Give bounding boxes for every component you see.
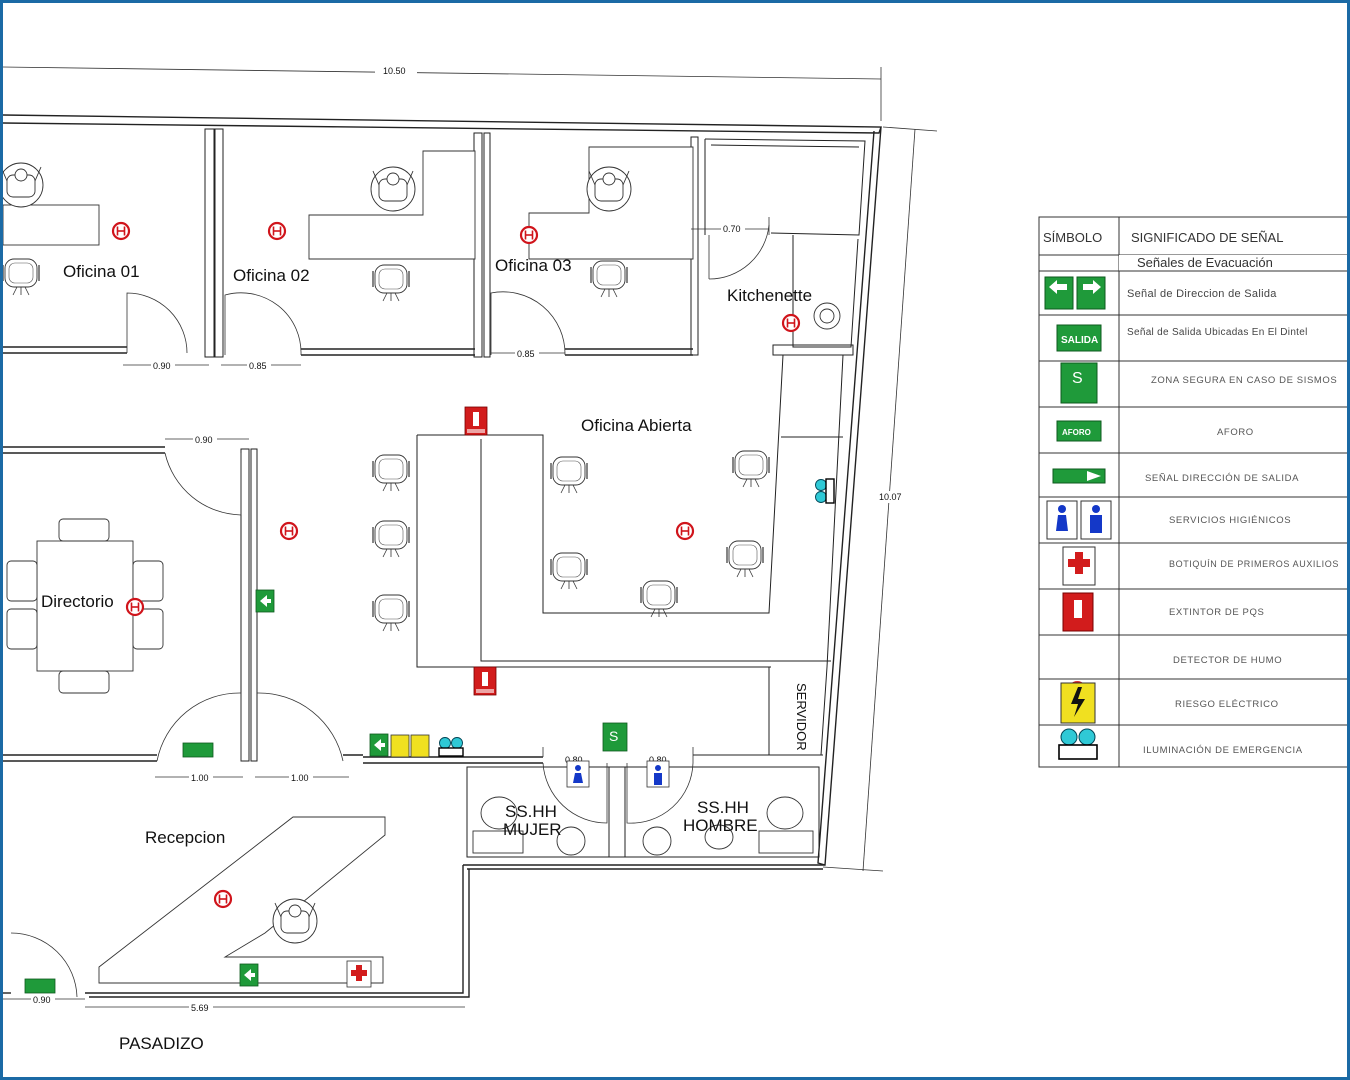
- exit-sign-icon: SALIDA: [1056, 324, 1102, 352]
- top-dimension: 10.50: [3, 65, 882, 121]
- smoke-detector-icon: [267, 221, 287, 241]
- recepcion-room: [3, 816, 386, 998]
- restrooms: [466, 747, 820, 858]
- fire-extinguisher-icon: [1062, 592, 1094, 632]
- legend-text-row-9: DETECTOR DE HUMO: [1173, 655, 1282, 666]
- exit-direction-icon: [369, 733, 389, 757]
- legend-table: SÍMBOLO SIGNIFICADO DE SEÑAL Señales de …: [1038, 216, 1347, 768]
- room-sshh-hombre-label-2: HOMBRE: [683, 816, 758, 835]
- room-pasadizo-label: PASADIZO: [119, 1034, 204, 1053]
- smoke-detector-icon: [675, 521, 695, 541]
- exit-sign-icon: [24, 978, 56, 994]
- dim-door-of02: 0.85: [249, 361, 267, 371]
- directorio-room: [3, 446, 543, 764]
- exterior-walls: [3, 114, 882, 998]
- emergency-light-icon: [814, 478, 835, 504]
- smoke-detector-icon: [111, 221, 131, 241]
- safe-zone-icon: S: [1060, 362, 1098, 404]
- smoke-detector-icon: [125, 597, 145, 617]
- dim-door-mujer: 0.80: [565, 755, 583, 765]
- legend-text-row-6: SERVICIOS HIGIÉNICOS: [1169, 515, 1291, 526]
- room-oficina02-label: Oficina 02: [233, 266, 310, 285]
- legend-text-row-4: AFORO: [1217, 427, 1254, 438]
- legend-text-row-2: Señal de Salida Ubicadas En El Dintel: [1127, 327, 1308, 338]
- exit-arrow-sign-icon: [1052, 468, 1106, 484]
- electric-risk-icon: [410, 734, 430, 758]
- floor-plan: 10.50 10.07: [3, 65, 1347, 1053]
- smoke-detector-icon: [213, 889, 233, 909]
- legend-text-row-11: ILUMINACIÓN DE EMERGENCIA: [1143, 745, 1303, 756]
- room-oficina03-label: Oficina 03: [495, 256, 572, 275]
- svg-text:AFORO: AFORO: [1062, 428, 1091, 437]
- svg-text:S: S: [1072, 370, 1083, 387]
- legend-header-meaning: SIGNIFICADO DE SEÑAL: [1131, 230, 1283, 245]
- room-sshh-mujer-label-2: MUJER: [503, 820, 562, 839]
- electric-risk-icon: [390, 734, 410, 758]
- svg-text:SALIDA: SALIDA: [1061, 335, 1098, 346]
- exit-direction-icon: [239, 963, 259, 987]
- office-furniture: [3, 146, 694, 302]
- room-kitchenette-label: Kitchenette: [727, 286, 812, 305]
- electric-risk-icon: [1060, 682, 1096, 724]
- room-recepcion-label: Recepcion: [145, 828, 225, 847]
- sign-cluster: [369, 733, 430, 758]
- emergency-lights: [438, 478, 835, 757]
- dim-door-left: 1.00: [191, 773, 209, 783]
- restroom-icon: [1046, 500, 1112, 540]
- exit-direction-arrows-icon: [1044, 276, 1106, 310]
- room-labels: Oficina 01 Oficina 02 Oficina 03 Kitchen…: [41, 256, 812, 1053]
- legend-text-row-3: ZONA SEGURA EN CASO DE SISMOS: [1151, 375, 1337, 386]
- legend-subheader: Señales de Evacuación: [1137, 255, 1273, 270]
- legend-text-row-8: EXTINTOR DE PQS: [1169, 607, 1264, 618]
- aforo-sign-icon: AFORO: [1056, 420, 1102, 442]
- door-dimensions: 0.90 0.85 0.85 0.70 0.90 1.00 1.00 0.80 …: [3, 223, 769, 1013]
- legend-text-row-7: BOTIQUÍN DE PRIMEROS AUXILIOS: [1169, 559, 1339, 569]
- first-aid-icon: [1062, 546, 1096, 586]
- dim-door-of03: 0.85: [517, 349, 535, 359]
- safe-zone-icon: S: [602, 722, 628, 752]
- dim-door-hombre: 0.80: [649, 755, 667, 765]
- legend-header-symbol: SÍMBOLO: [1043, 230, 1102, 245]
- office-doors: [126, 217, 770, 356]
- room-oficina-abierta-label: Oficina Abierta: [581, 416, 692, 435]
- right-height-label: 10.07: [879, 492, 902, 502]
- smoke-detector-icon: [279, 521, 299, 541]
- exit-direction-icon: [255, 589, 275, 613]
- room-directorio-label: Directorio: [41, 592, 114, 611]
- room-servidor-label: SERVIDOR: [794, 683, 809, 751]
- office-partitions: [3, 128, 866, 358]
- dim-door-of01: 0.90: [153, 361, 171, 371]
- servidor-room: [693, 666, 828, 756]
- exit-signs: S: [24, 589, 628, 994]
- dim-door-right: 1.00: [291, 773, 309, 783]
- top-width-label: 10.50: [383, 66, 406, 76]
- emergency-light-icon: [438, 736, 464, 757]
- legend-text-row-5: SEÑAL DIRECCIÓN DE SALIDA: [1145, 473, 1299, 484]
- room-oficina01-label: Oficina 01: [63, 262, 140, 281]
- fire-extinguisher-icon: [464, 406, 488, 436]
- fire-extinguisher-icon: [473, 666, 497, 696]
- smoke-detector-icon: [781, 313, 801, 333]
- room-sshh-mujer-label-1: SS.HH: [505, 802, 557, 821]
- legend-text-row-10: RIESGO ELÉCTRICO: [1175, 699, 1279, 710]
- svg-text:S: S: [609, 728, 618, 744]
- exit-sign-icon: [182, 742, 214, 758]
- emergency-light-icon: [1058, 728, 1098, 760]
- dim-recepcion-width: 5.69: [191, 1003, 209, 1013]
- legend-text-row-1: Señal de Direccion de Salida: [1127, 288, 1277, 300]
- dim-door-entrada: 0.90: [33, 995, 51, 1005]
- oficina-abierta-room: [372, 354, 844, 668]
- restroom-signs: [566, 760, 670, 788]
- room-sshh-hombre-label-1: SS.HH: [697, 798, 749, 817]
- first-aid-kit-icon: [346, 960, 372, 988]
- dim-door-directorio: 0.90: [195, 435, 213, 445]
- right-dimension: 10.07: [822, 126, 938, 872]
- smoke-detector-icon: [519, 225, 539, 245]
- dim-door-kitchen: 0.70: [723, 224, 741, 234]
